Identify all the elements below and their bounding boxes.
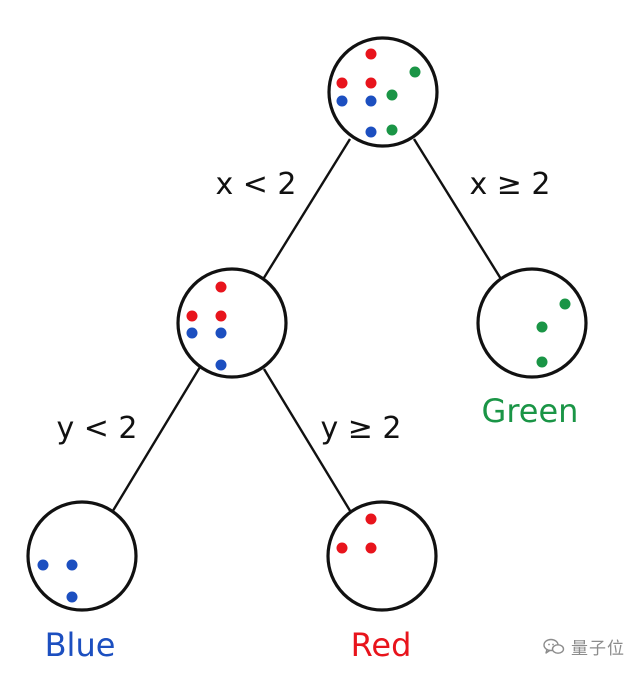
- watermark: 量子位: [543, 634, 625, 659]
- node-split-circle: [176, 267, 288, 379]
- node-split: [176, 267, 288, 379]
- dot-blue: [215, 327, 227, 339]
- edge-split-to-blue: [109, 366, 202, 515]
- dot-blue: [365, 95, 377, 107]
- node-red-leaf: [326, 500, 438, 612]
- dot-red: [186, 310, 198, 322]
- dot-green: [536, 356, 548, 368]
- dot-blue: [66, 591, 78, 603]
- dot-blue: [186, 327, 198, 339]
- edge-root-to-split: [260, 138, 352, 282]
- dot-red: [365, 48, 377, 60]
- node-green-leaf: [476, 267, 588, 379]
- node-green-leaf-circle: [476, 267, 588, 379]
- dot-red: [336, 77, 348, 89]
- leaf-label-red: Red: [351, 626, 412, 664]
- dot-red: [365, 542, 377, 554]
- edge-label-x-greater: x ≥ 2: [469, 167, 550, 202]
- dot-red: [215, 310, 227, 322]
- leaf-label-green: Green: [482, 392, 579, 430]
- node-red-leaf-circle: [326, 500, 438, 612]
- dot-green: [386, 124, 398, 136]
- dot-red: [365, 77, 377, 89]
- dot-blue: [365, 126, 377, 138]
- node-blue-leaf: [26, 500, 138, 612]
- dot-red: [365, 513, 377, 525]
- dot-green: [559, 298, 571, 310]
- leaf-label-blue: Blue: [45, 626, 116, 664]
- dot-green: [386, 89, 398, 101]
- node-root-circle: [327, 36, 439, 148]
- watermark-text: 量子位: [571, 639, 625, 659]
- dot-green: [409, 66, 421, 78]
- dot-blue: [37, 559, 49, 571]
- dot-red: [336, 542, 348, 554]
- edge-root-to-green: [412, 138, 503, 280]
- dot-blue: [66, 559, 78, 571]
- edge-label-x-less: x < 2: [215, 167, 296, 202]
- dot-blue: [336, 95, 348, 107]
- node-blue-leaf-circle: [26, 500, 138, 612]
- edge-label-y-less: y < 2: [56, 411, 137, 446]
- edge-split-to-red: [262, 368, 354, 515]
- edge-label-y-greater: y ≥ 2: [320, 411, 401, 446]
- wechat-logo-icon: [543, 638, 565, 654]
- node-root: [327, 36, 439, 148]
- dot-red: [215, 281, 227, 293]
- dot-blue: [215, 359, 227, 371]
- dot-green: [536, 321, 548, 333]
- tree-edges: [109, 138, 503, 515]
